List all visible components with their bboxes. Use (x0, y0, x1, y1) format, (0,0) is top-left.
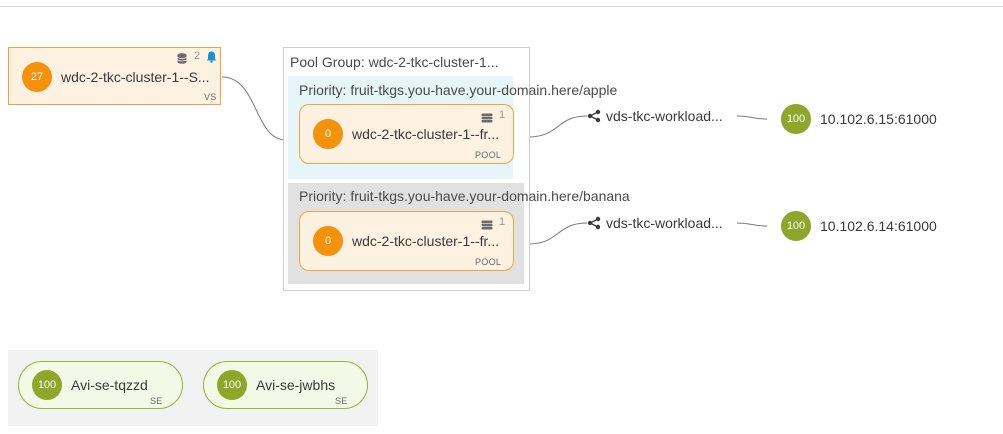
se-name: Avi-se-jwbhs (256, 377, 336, 393)
pool-name: wdc-2-tkc-cluster-1--fr... (352, 233, 500, 249)
service-engine-node[interactable]: 100 Avi-se-jwbhs SE (203, 361, 368, 409)
pool-type-tag: POOL (475, 150, 502, 160)
priority-banana-label: Priority: fruit-tkgs.you-have.your-domai… (299, 188, 630, 204)
pool1-to-network1-link (527, 115, 588, 138)
network2-to-server2-link (736, 222, 768, 227)
pool-node-apple[interactable]: 0 wdc-2-tkc-cluster-1--fr... 1 POOL (299, 104, 514, 164)
server-address[interactable]: 10.102.6.14:61000 (820, 218, 937, 234)
pool-group-title: Pool Group: wdc-2-tkc-cluster-1... (290, 54, 499, 70)
server-stack-icon (481, 217, 493, 230)
service-engine-panel: 100 Avi-se-tqzzd SE 100 Avi-se-jwbhs SE (8, 350, 378, 426)
se-type-tag: SE (150, 396, 163, 406)
pool-server-count: 1 (499, 216, 506, 228)
network-name[interactable]: vds-tkc-workload... (606, 108, 723, 124)
virtual-service-node[interactable]: 27 wdc-2-tkc-cluster-1--S... 2 VS (8, 47, 221, 105)
se-type-tag: SE (335, 396, 348, 406)
pool-node-banana[interactable]: 0 wdc-2-tkc-cluster-1--fr... 1 POOL (299, 211, 514, 271)
bell-icon[interactable] (206, 50, 217, 63)
pool-health-score: 0 (313, 226, 343, 256)
vs-type-tag: VS (204, 92, 217, 102)
network1-to-server1-link (736, 115, 768, 120)
share-network-icon (587, 216, 601, 230)
server-health-score[interactable]: 100 (781, 104, 811, 134)
server-stack-icon (481, 110, 493, 123)
server-health-score[interactable]: 100 (781, 211, 811, 241)
vs-health-score: 27 (22, 62, 52, 92)
pool-server-count: 1 (499, 109, 506, 121)
vs-pool-count: 2 (194, 50, 201, 62)
database-icon (177, 51, 187, 64)
priority-apple-label: Priority: fruit-tkgs.you-have.your-domai… (299, 82, 618, 98)
se-name: Avi-se-tqzzd (71, 377, 148, 393)
top-divider (0, 6, 1003, 7)
server-address[interactable]: 10.102.6.15:61000 (820, 111, 937, 127)
pool-health-score: 0 (313, 119, 343, 149)
service-engine-node[interactable]: 100 Avi-se-tqzzd SE (18, 361, 183, 409)
network-name[interactable]: vds-tkc-workload... (606, 215, 723, 231)
se-health-score: 100 (32, 370, 62, 400)
share-network-icon (587, 109, 601, 123)
vs-to-pool-group-link (221, 76, 287, 141)
pool-type-tag: POOL (475, 257, 502, 267)
pool2-to-network2-link (527, 222, 588, 245)
vs-name: wdc-2-tkc-cluster-1--S... (61, 69, 210, 85)
pool-name: wdc-2-tkc-cluster-1--fr... (352, 126, 500, 142)
se-health-score: 100 (217, 370, 247, 400)
